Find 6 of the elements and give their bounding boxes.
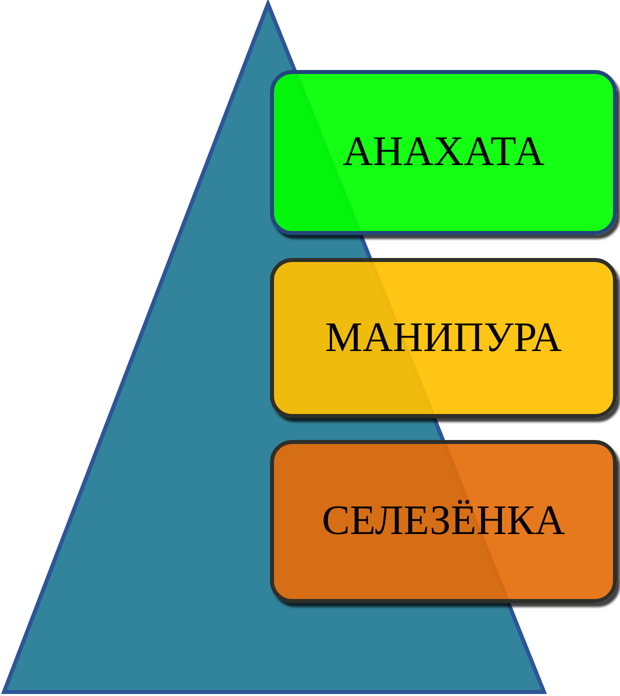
box-label: АНАХАТА (342, 129, 544, 176)
process-box (270, 440, 617, 603)
process-box (270, 70, 617, 235)
box-label: СЕЛЕЗЁНКА (322, 498, 566, 545)
process-box (270, 258, 617, 418)
box-label: МАНИПУРА (325, 314, 562, 362)
